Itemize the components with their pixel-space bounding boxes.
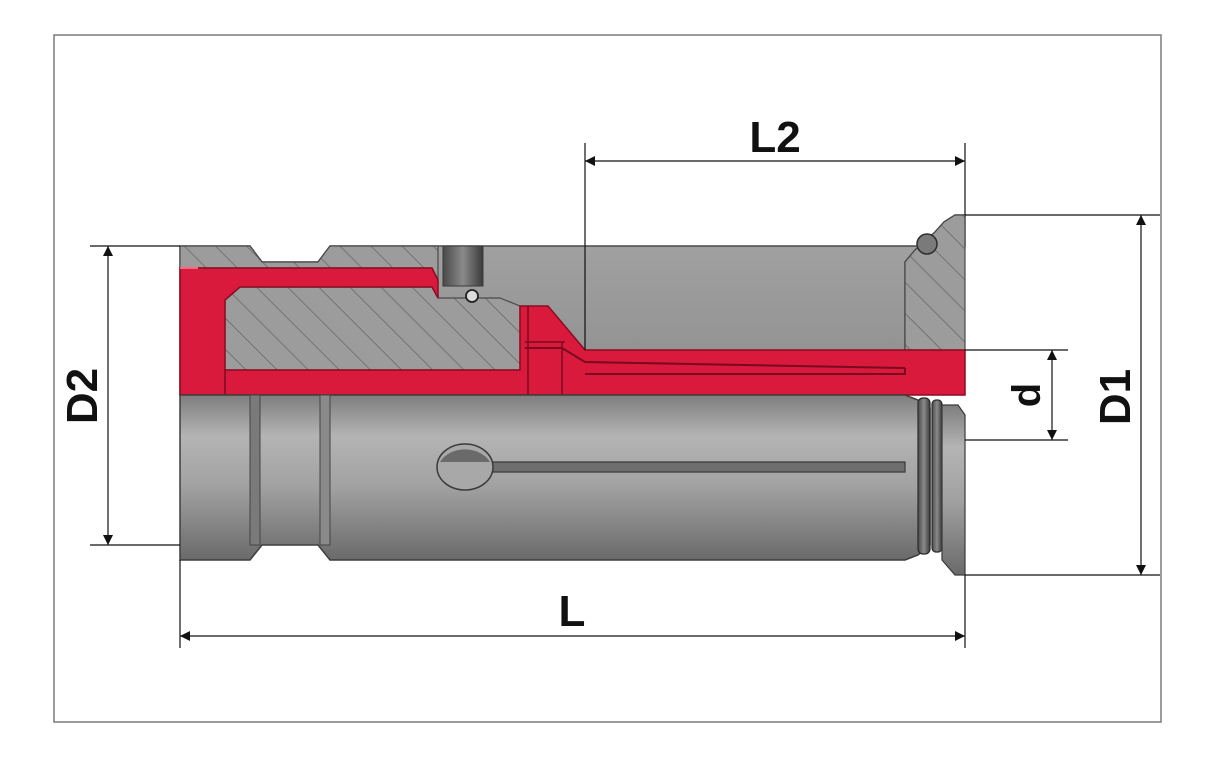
label-d: d xyxy=(1005,383,1049,407)
section-view xyxy=(179,214,966,396)
dimension-lines xyxy=(90,143,1160,648)
collet-slot xyxy=(464,461,906,473)
exterior-view xyxy=(179,394,966,576)
groove xyxy=(249,394,261,546)
ball xyxy=(916,233,938,255)
label-L2: L2 xyxy=(749,113,800,162)
retaining-ring xyxy=(917,397,931,555)
label-D1: D1 xyxy=(1091,369,1140,425)
label-L: L xyxy=(559,587,586,636)
collet-section xyxy=(179,267,966,396)
pin xyxy=(442,245,484,287)
label-D2: D2 xyxy=(58,368,107,424)
pin-hole xyxy=(465,289,479,303)
